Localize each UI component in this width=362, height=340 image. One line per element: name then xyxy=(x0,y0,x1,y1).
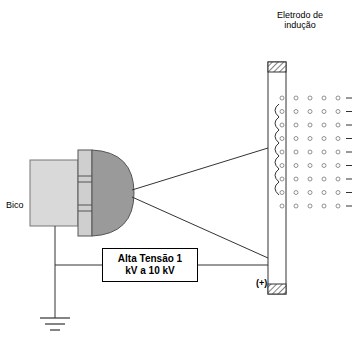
induction-electrode xyxy=(268,62,286,294)
droplet xyxy=(322,150,326,154)
droplet xyxy=(308,150,312,154)
droplet xyxy=(322,123,326,127)
nozzle-collar xyxy=(78,150,92,236)
negative-charge xyxy=(346,138,352,139)
droplet xyxy=(308,177,312,181)
droplet xyxy=(336,96,340,100)
droplet xyxy=(336,191,340,195)
electrode-label: Eletrodo de indução xyxy=(268,10,332,31)
droplet xyxy=(294,96,298,100)
droplet xyxy=(322,204,326,208)
droplet xyxy=(280,150,284,154)
wire xyxy=(198,265,268,266)
droplet xyxy=(280,191,284,195)
nozzle-label: Bico xyxy=(6,200,24,210)
negative-charge xyxy=(346,165,352,166)
droplet xyxy=(294,123,298,127)
droplet xyxy=(308,164,312,168)
droplet xyxy=(308,123,312,127)
droplet xyxy=(280,96,284,100)
nozzle-body xyxy=(30,160,78,226)
droplet xyxy=(336,123,340,127)
droplet xyxy=(294,191,298,195)
droplet xyxy=(336,137,340,141)
droplet xyxy=(322,191,326,195)
droplet xyxy=(322,164,326,168)
droplet xyxy=(322,177,326,181)
droplet xyxy=(280,137,284,141)
negative-charge xyxy=(346,206,352,207)
ground-symbol xyxy=(40,317,70,318)
droplet xyxy=(294,204,298,208)
droplet xyxy=(294,137,298,141)
droplet xyxy=(322,137,326,141)
negative-charge xyxy=(346,98,352,99)
droplet xyxy=(308,191,312,195)
negative-charge xyxy=(346,152,352,153)
droplet xyxy=(336,110,340,114)
droplet xyxy=(294,150,298,154)
voltage-source-box: Alta Tensão 1 kV a 10 kV xyxy=(102,248,198,282)
polarity-label: (+) xyxy=(256,278,267,288)
droplet xyxy=(280,123,284,127)
negative-charge xyxy=(346,192,352,193)
spray-cone xyxy=(132,148,268,190)
droplet xyxy=(336,177,340,181)
charge-coil xyxy=(275,104,279,195)
droplet xyxy=(322,96,326,100)
droplet xyxy=(308,110,312,114)
droplet xyxy=(294,177,298,181)
ground-wire xyxy=(55,226,56,318)
droplet xyxy=(336,150,340,154)
droplet xyxy=(294,110,298,114)
droplet xyxy=(280,110,284,114)
voltage-text: Alta Tensão 1 kV a 10 kV xyxy=(113,253,187,277)
droplet xyxy=(280,177,284,181)
droplet xyxy=(336,164,340,168)
negative-charge xyxy=(346,125,352,126)
droplet xyxy=(336,204,340,208)
droplet xyxy=(280,164,284,168)
charged-droplets xyxy=(280,96,352,208)
negative-charge xyxy=(346,111,352,112)
droplet xyxy=(280,204,284,208)
negative-charge xyxy=(346,179,352,180)
nozzle-tip xyxy=(92,150,134,236)
droplet xyxy=(308,137,312,141)
droplet xyxy=(308,204,312,208)
droplet xyxy=(308,96,312,100)
wire xyxy=(55,265,102,266)
droplet xyxy=(294,164,298,168)
droplet xyxy=(322,110,326,114)
